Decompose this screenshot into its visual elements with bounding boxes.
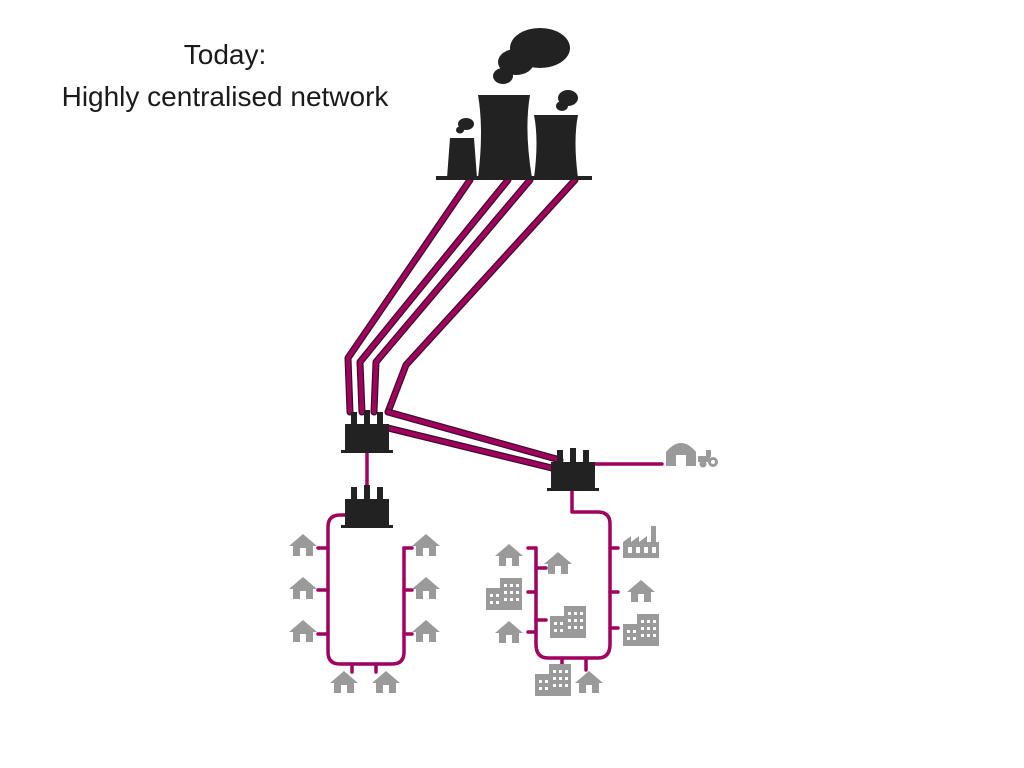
factory-icon [623, 526, 659, 558]
slide-title: Today: Highly centralised network [20, 34, 430, 118]
distribution-lines [316, 450, 664, 674]
slide-title-line1: Today: [183, 39, 267, 70]
substation-icon [341, 410, 599, 528]
farm-barn-icon [666, 443, 718, 468]
transmission-lines [344, 176, 579, 474]
power-station-icon [436, 28, 592, 180]
house-icon [289, 534, 655, 693]
slide-title-line2: Highly centralised network [61, 81, 389, 112]
